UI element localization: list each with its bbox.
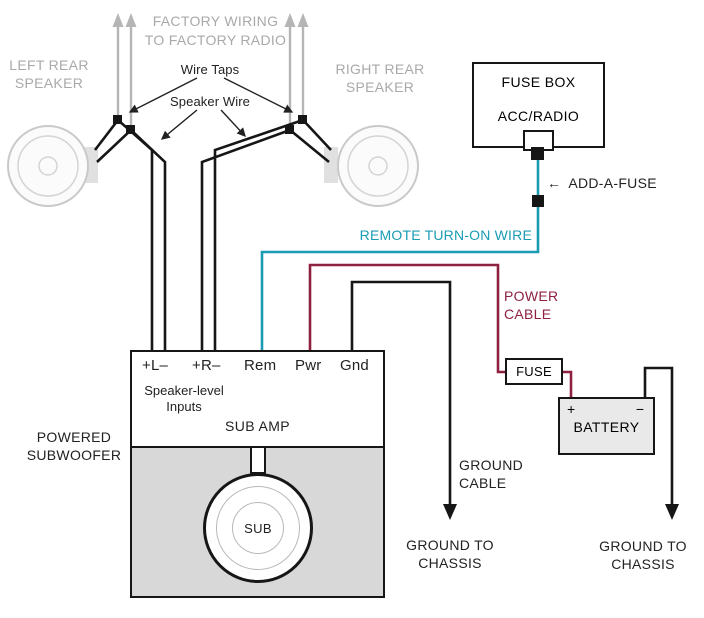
ground-chassis-right-line1: GROUND TO: [599, 538, 687, 554]
wire-tap-icon: [126, 125, 135, 134]
wire-tap-icon: [113, 115, 122, 124]
right-speaker-line1: RIGHT REAR: [335, 61, 425, 77]
subwoofer-dustcap: SUB: [232, 502, 284, 554]
right-speaker-line2: SPEAKER: [345, 79, 415, 95]
battery-label: BATTERY: [573, 419, 640, 435]
ground-to-chassis-label-battery: GROUND TO CHASSIS: [595, 537, 691, 573]
speaker-level-line1: Speaker-level: [144, 383, 224, 398]
sub-amp-label: SUB AMP: [224, 418, 291, 434]
add-a-fuse-label: ADD-A-FUSE: [568, 175, 657, 191]
fuse-box-title: FUSE BOX: [501, 74, 576, 90]
subwoofer-driver-icon: SUB: [203, 473, 313, 583]
powered-subwoofer-line1: POWERED: [36, 429, 112, 445]
battery: + − BATTERY: [558, 397, 655, 455]
left-speaker-line1: LEFT REAR: [9, 57, 89, 73]
left-rear-speaker-label: LEFT REAR SPEAKER: [0, 56, 98, 92]
speaker-wire-callout: Speaker Wire: [170, 94, 250, 109]
factory-wiring-line1: FACTORY WIRING: [152, 13, 279, 29]
wire-tap-icon: [298, 115, 307, 124]
ground-cable-label: GROUND CABLE: [459, 456, 523, 492]
right-rear-speaker-label: RIGHT REAR SPEAKER: [330, 60, 430, 96]
right-speaker-wire-2: [200, 128, 330, 352]
speaker-wire-pointer-right: [220, 109, 246, 137]
battery-minus-terminal: −: [635, 401, 644, 417]
powered-subwoofer-line2: SUBWOOFER: [26, 447, 122, 463]
powered-subwoofer-label: POWERED SUBWOOFER: [22, 428, 126, 464]
add-a-fuse-holder-icon: [532, 195, 544, 207]
inline-fuse-label: FUSE: [516, 364, 552, 379]
ground-to-chassis-label-amp: GROUND TO CHASSIS: [400, 536, 500, 572]
left-arrow-icon: ←: [547, 175, 562, 191]
ground-arrow-icon: [665, 504, 679, 520]
subwoofer-terminal-block: [250, 446, 266, 474]
right-speaker-tab: [324, 147, 338, 183]
ground-arrow-icon: [443, 504, 457, 520]
terminal-power: Pwr: [295, 357, 322, 374]
wire-taps-callout: Wire Taps: [180, 62, 240, 77]
fuse-box-slot-label: ACC/RADIO: [497, 108, 580, 124]
add-a-fuse-callout: ← ADD-A-FUSE: [547, 174, 657, 192]
ground-chassis-right-line2: CHASSIS: [611, 556, 675, 572]
power-cable-line1: POWER: [504, 288, 559, 304]
powered-subwoofer-box: +L– +R– Rem Pwr Gnd Speaker-level Inputs…: [130, 350, 385, 598]
power-cable-wire: [308, 263, 573, 399]
ground-cable-wire: [350, 280, 457, 520]
right-speaker-icon: [337, 125, 419, 207]
callout-pointers: [128, 77, 294, 140]
speaker-wire-pointer-left: [160, 109, 198, 140]
factory-wiring-arrows: [112, 13, 309, 130]
wire-tap-icon: [285, 125, 294, 134]
wire-tap-connectors: [113, 115, 307, 134]
remote-turn-on-wire-label: REMOTE TURN-ON WIRE: [359, 227, 532, 243]
inline-fuse: FUSE: [505, 358, 563, 385]
left-speaker-icon: [7, 125, 89, 207]
wire-taps-pointer-right: [223, 77, 294, 113]
ground-cable-line2: CABLE: [459, 475, 507, 491]
left-speaker-wire-2: [96, 128, 167, 352]
left-speaker-line2: SPEAKER: [14, 75, 84, 91]
terminal-remote: Rem: [244, 357, 277, 374]
battery-plus-terminal: +: [567, 401, 576, 417]
subwoofer-cone: SUB: [216, 486, 300, 570]
ground-chassis-left-line2: CHASSIS: [418, 555, 482, 571]
terminal-ground: Gnd: [340, 357, 369, 374]
wire-taps-pointer-left: [128, 77, 198, 113]
sub-label: SUB: [244, 520, 272, 536]
battery-ground-wire: [643, 366, 679, 520]
power-cable-label: POWER CABLE: [504, 287, 558, 323]
factory-wiring-label: FACTORY WIRING TO FACTORY RADIO: [118, 12, 313, 50]
right-speaker-wire-1: [213, 118, 332, 352]
speaker-wires: [93, 118, 332, 352]
terminal-right-input: +R–: [192, 357, 221, 374]
speaker-level-line2: Inputs: [166, 399, 202, 414]
ground-chassis-left-line1: GROUND TO: [406, 537, 494, 553]
ground-cable-line1: GROUND: [459, 457, 524, 473]
power-cable-line2: CABLE: [504, 306, 552, 322]
add-a-fuse-plug-icon: [531, 147, 544, 160]
speaker-level-inputs-label: Speaker-level Inputs: [132, 383, 236, 415]
factory-wiring-line2: TO FACTORY RADIO: [144, 32, 287, 48]
terminal-left-input: +L–: [142, 357, 169, 374]
